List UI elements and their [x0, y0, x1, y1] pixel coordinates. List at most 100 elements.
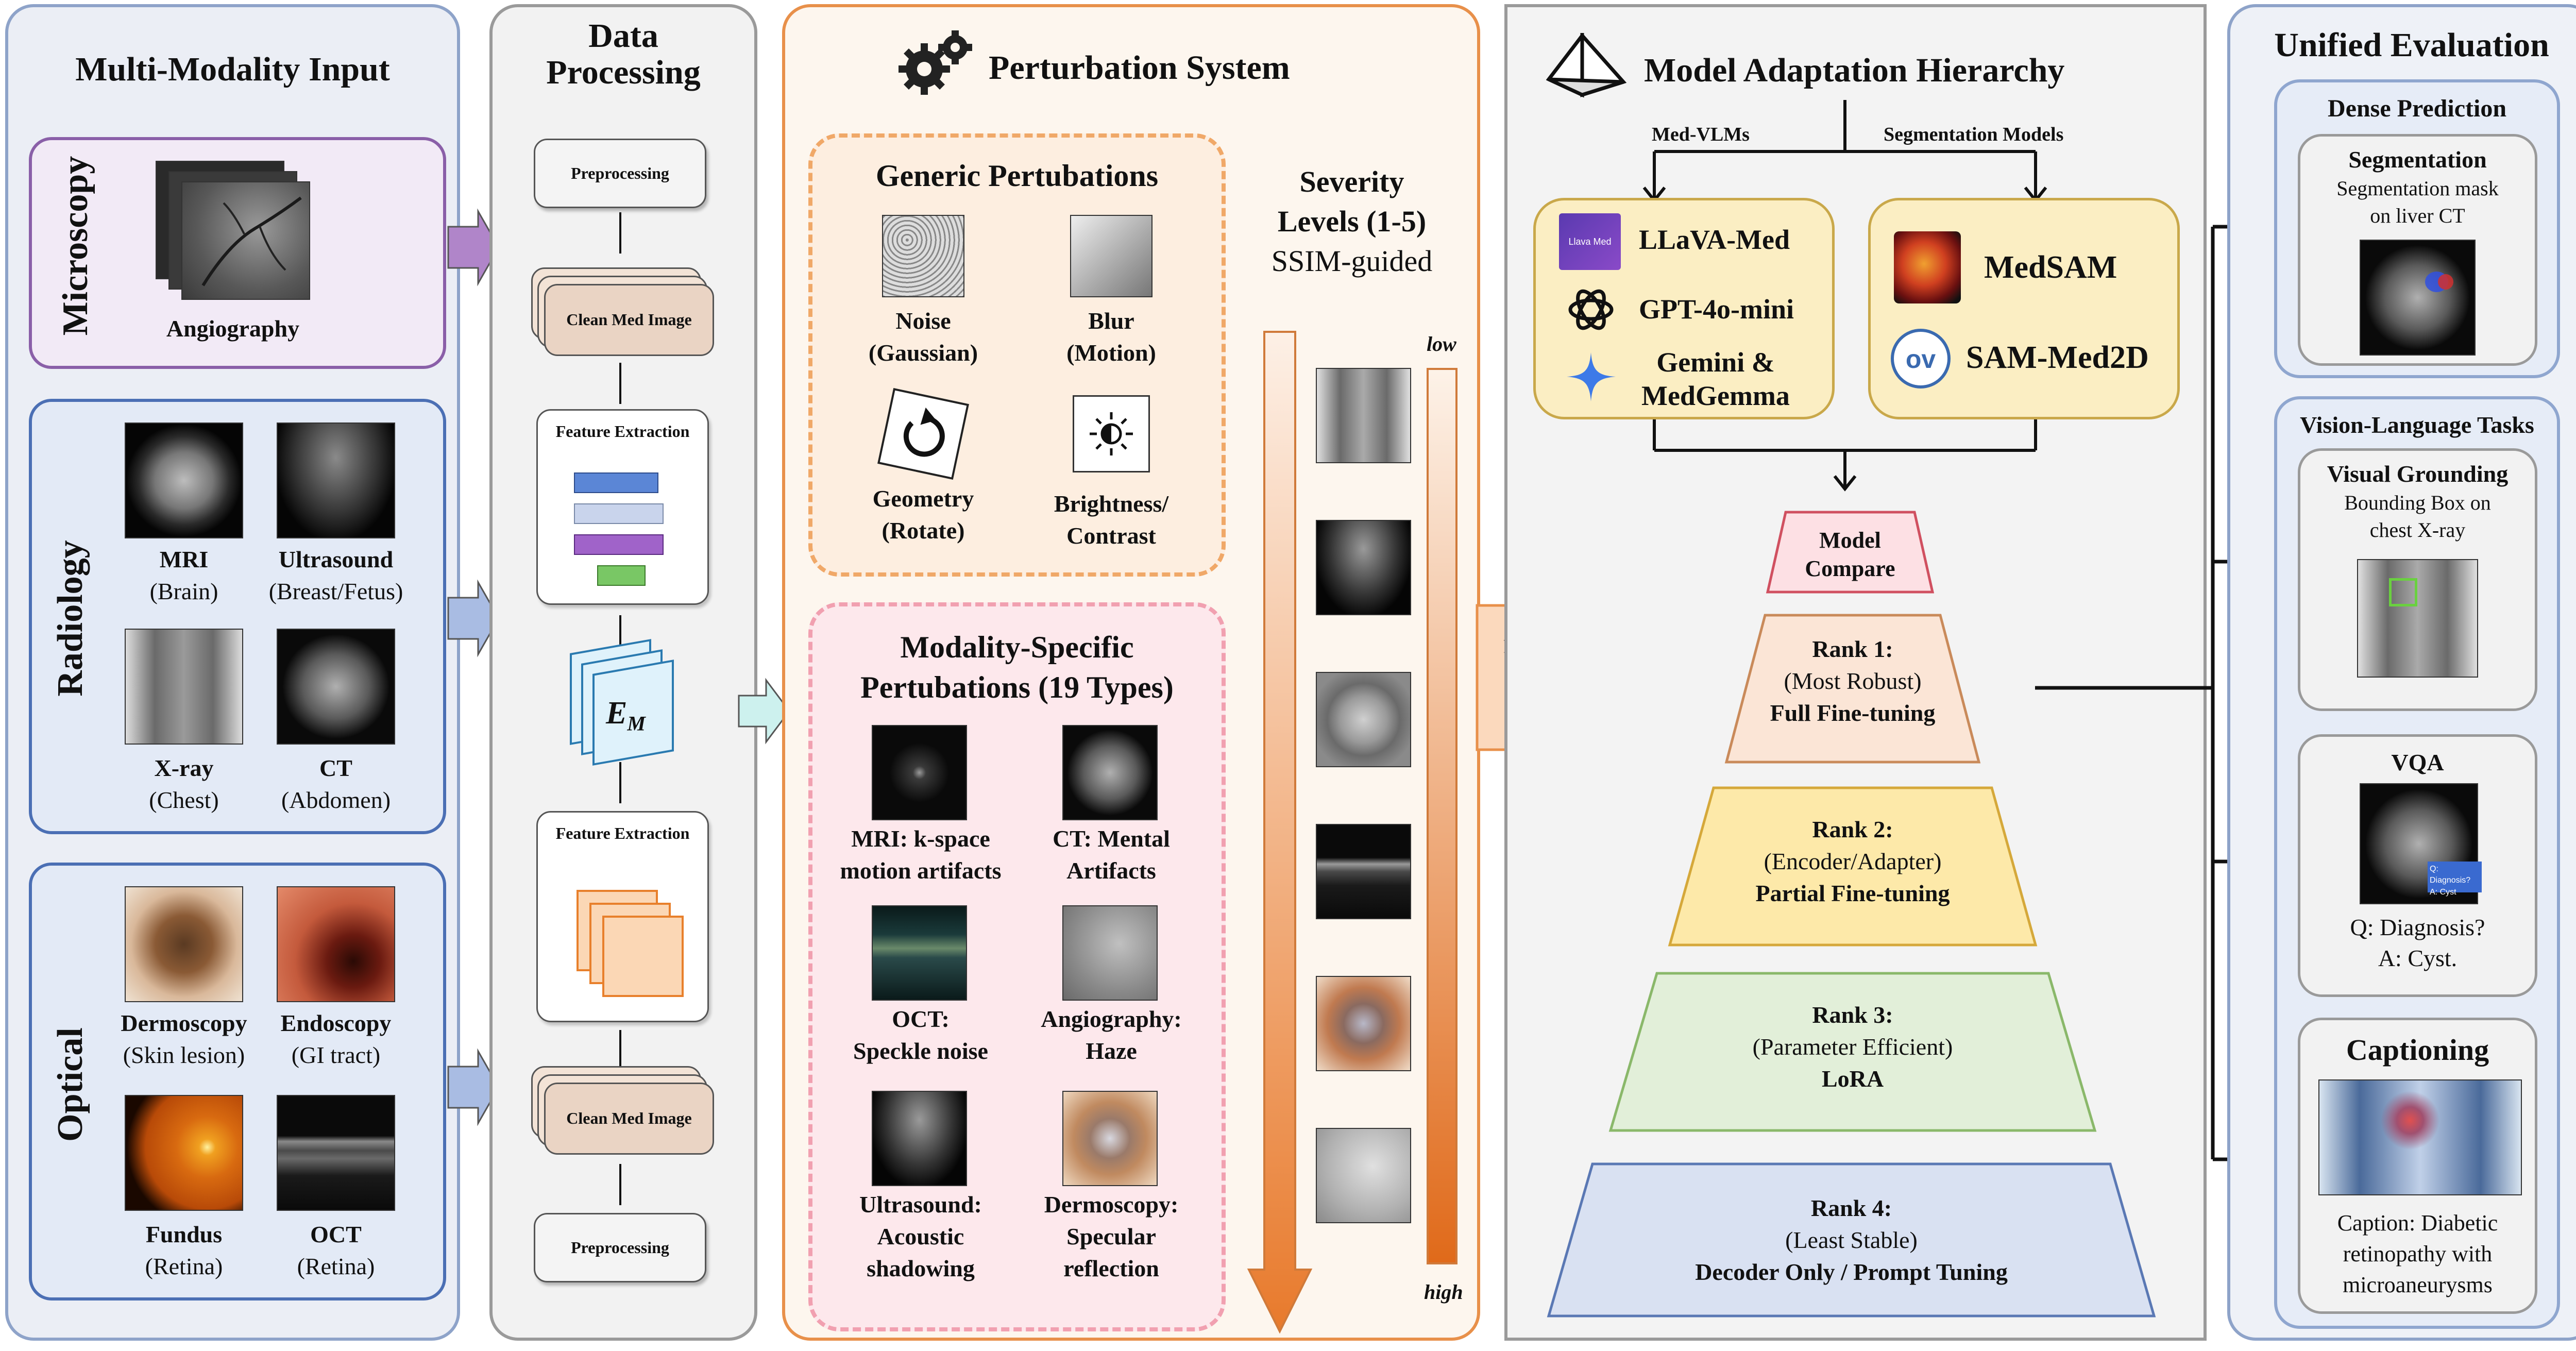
rank-3: Rank 3:(Parameter Efficient)LoRA — [1608, 971, 2097, 1133]
oct-label: OCT(Retina) — [297, 1221, 375, 1280]
sam-med2d-name: SAM-Med2D — [1966, 340, 2149, 375]
dense-prediction-box: Dense Prediction Segmentation Segmentati… — [2274, 79, 2560, 378]
brightness-icon — [1073, 395, 1150, 472]
input-panel: Multi-Modality Input Microscopy Angiogra… — [5, 4, 460, 1341]
fundus-label: Fundus(Retina) — [145, 1221, 223, 1280]
noise-label: Noise(Gaussian) — [868, 308, 978, 366]
rotate-icon — [877, 388, 969, 480]
perturbation-panel: Perturbation System Generic Pertubations… — [782, 4, 1480, 1341]
endoscopy-label: Endoscopy(GI tract) — [280, 1010, 392, 1069]
severity-arrow — [1247, 331, 1313, 1334]
rank-4: Rank 4:(Least Stable)Decoder Only / Prom… — [1546, 1161, 2157, 1319]
radiology-card: Radiology MRI(Brain) Ultrasound(Breast/F… — [29, 399, 446, 834]
encoder-symbol: E — [606, 696, 628, 731]
dermoscopy-image — [125, 886, 243, 1002]
dense-prediction-title: Dense Prediction — [2327, 95, 2507, 122]
endoscopy-image — [277, 886, 395, 1002]
severity-dermoscopy — [1316, 976, 1411, 1071]
ultrasound-label: Ultrasound(Breast/Fetus) — [268, 546, 403, 605]
evaluation-panel-title: Unified Evaluation — [2274, 26, 2549, 64]
severity-low-label: low — [1427, 332, 1456, 356]
ct-label: CT(Abdomen) — [281, 755, 391, 814]
blur-label: Blur(Motion) — [1066, 308, 1156, 366]
visual-grounding-card: Visual Grounding Bounding Box on chest X… — [2298, 448, 2537, 711]
segmentation-desc-2: on liver CT — [2370, 204, 2465, 227]
captioning-card: Captioning Caption: Diabetic retinopathy… — [2298, 1018, 2537, 1314]
visual-grounding-desc-2: chest X-ray — [2369, 518, 2466, 542]
mri-label: MRI(Brain) — [149, 546, 218, 605]
sam-med2d-icon: ov — [1889, 327, 1953, 391]
visual-grounding-title: Visual Grounding — [2327, 461, 2509, 487]
microscopy-label: Microscopy — [56, 156, 95, 336]
encoder-icon: EM — [570, 639, 678, 766]
processing-to-perturbation-arrow — [738, 678, 790, 745]
arrow-up-1 — [619, 762, 621, 803]
captioning-xray-image — [2318, 1079, 2522, 1195]
feature-extraction-bottom: Feature Extraction — [536, 811, 709, 1022]
ct-metal-image — [1062, 725, 1158, 820]
blur-icon — [1070, 215, 1153, 297]
generic-perturbations-box: Generic Pertubations Noise(Gaussian) Blu… — [808, 133, 1226, 577]
medsam-name: MedSAM — [1984, 250, 2117, 285]
ct-image — [277, 629, 395, 745]
segmentation-title: Segmentation — [2348, 146, 2487, 173]
severity-xray — [1316, 368, 1411, 463]
arrow-up-3 — [619, 1164, 621, 1205]
segmentation-card: Segmentation Segmentation mask on liver … — [2298, 134, 2537, 366]
clean-image-label-top: Clean Med Image — [566, 310, 692, 329]
pyramid-icon — [1546, 30, 1629, 100]
xray-image — [125, 629, 243, 745]
vqa-ct-image: Q: Diagnosis?A: Cyst — [2360, 783, 2482, 904]
arrow-up-2 — [619, 1030, 621, 1071]
llava-med-name: LLaVA-Med — [1639, 224, 1790, 255]
severity-bar — [1427, 368, 1458, 1264]
arrow-down-2 — [619, 363, 621, 404]
preprocessing-bottom-box: Preprocessing — [534, 1213, 706, 1282]
severity-angiography — [1316, 1128, 1411, 1223]
input-panel-title: Multi-Modality Input — [75, 50, 390, 88]
encoder-subscript: M — [627, 712, 646, 735]
brightness-label: Brightness/Contrast — [1054, 491, 1169, 549]
oct-speckle-image — [872, 905, 967, 1001]
angiography-label: Angiography — [166, 315, 300, 342]
arrow-down-1 — [619, 212, 621, 254]
xray-label: X-ray(Chest) — [149, 755, 219, 814]
perturbation-panel-title: Perturbation System — [989, 49, 1290, 87]
feature-extraction-top-label: Feature Extraction — [555, 422, 690, 441]
evaluation-connector — [2035, 212, 2249, 1174]
clean-image-stack-top: Clean Med Image — [531, 267, 717, 358]
angiography-haze-label: Angiography:Haze — [1041, 1006, 1182, 1065]
input-arrows — [447, 208, 500, 1126]
clean-image-stack-bottom: Clean Med Image — [531, 1066, 717, 1156]
vqa-question: Q: Diagnosis? — [2350, 914, 2485, 940]
branch-left-label: Med-VLMs — [1652, 124, 1750, 145]
preprocessing-top-box: Preprocessing — [534, 139, 706, 208]
svg-text:ov: ov — [1906, 345, 1936, 374]
vqa-answer: A: Cyst. — [2378, 945, 2458, 971]
severity-ultrasound — [1316, 520, 1411, 615]
radiology-label: Radiology — [50, 540, 90, 697]
branch-arrows — [1642, 100, 2047, 492]
generic-perturbations-title: Generic Pertubations — [875, 159, 1159, 193]
optical-card: Optical Dermoscopy(Skin lesion) Endoscop… — [29, 863, 446, 1301]
severity-high-label: high — [1424, 1280, 1463, 1304]
ultrasound-image — [277, 423, 395, 538]
vqa-card: VQA Q: Diagnosis?A: Cyst Q: Diagnosis? A… — [2298, 734, 2537, 997]
noise-icon — [882, 215, 964, 297]
grounding-xray-image — [2357, 559, 2478, 678]
medsam-icon — [1894, 231, 1961, 303]
microscopy-card: Microscopy Angiography — [29, 137, 446, 369]
segmentation-models-box: MedSAM ov SAM-Med2D — [1868, 198, 2180, 419]
clean-image-label-bottom: Clean Med Image — [566, 1109, 692, 1127]
oct-image — [277, 1095, 395, 1211]
med-vlms-box: Llava Med LLaVA-Med GPT-4o-mini Gemini &… — [1533, 198, 1835, 419]
rank-2: Rank 2:(Encoder/Adapter)Partial Fine-tun… — [1667, 785, 2038, 948]
vqa-title: VQA — [2391, 749, 2444, 775]
